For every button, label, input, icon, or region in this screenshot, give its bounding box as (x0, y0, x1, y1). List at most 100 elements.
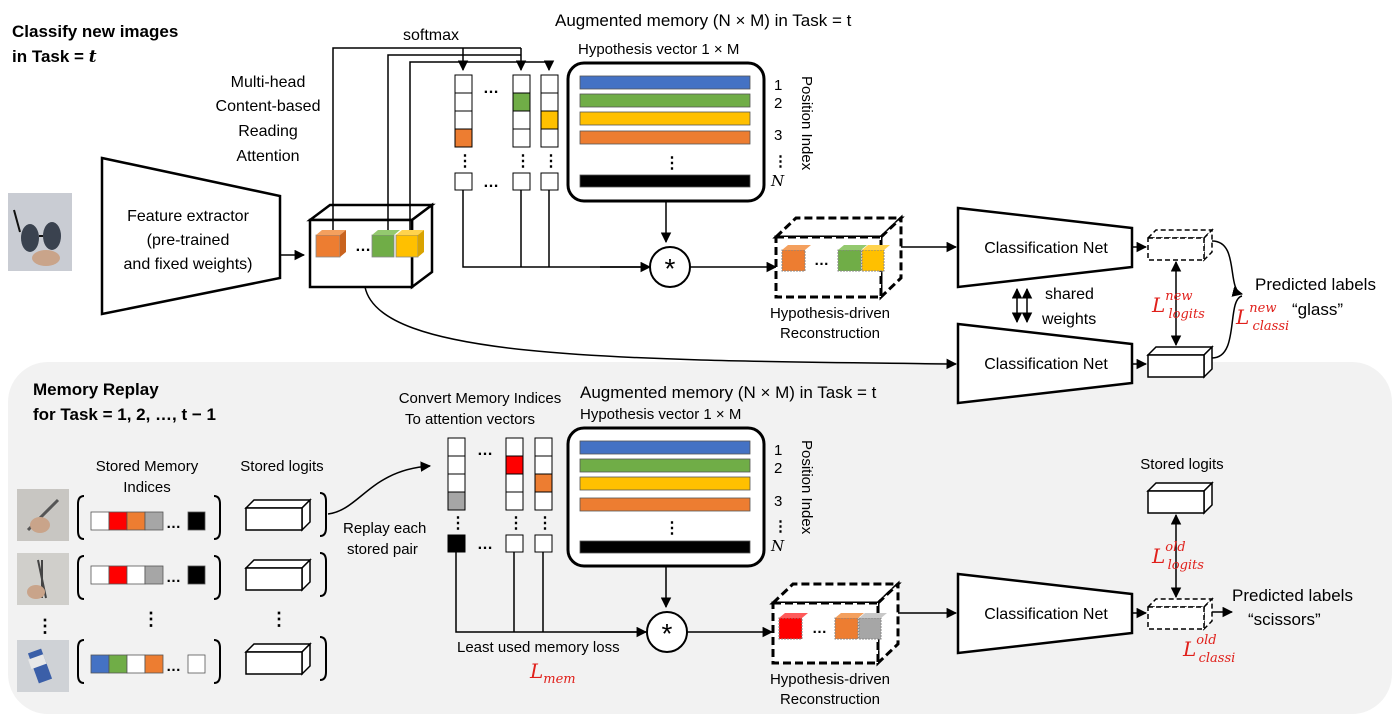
replay-image-2 (17, 553, 69, 605)
bottom-classification-net-label: Classification Net (984, 606, 1108, 623)
top-predicted-labels: Predicted labels (1255, 275, 1376, 294)
feature-extractor-line-2: (pre-trained (147, 232, 230, 249)
svg-text:1: 1 (774, 77, 782, 94)
top-second-classification-net-label: Classification Net (984, 356, 1108, 373)
bottom-memory-rows (579, 440, 751, 554)
replay-image-1 (17, 489, 69, 541)
svg-text:2: 2 (774, 460, 782, 477)
svg-text:…: … (814, 252, 829, 269)
svg-text:3: 3 (774, 493, 782, 510)
softmax-label: softmax (403, 27, 459, 44)
svg-text:1: 1 (774, 442, 782, 459)
replay-image-ellipsis: ⋮ (36, 616, 54, 636)
replay-arrow (327, 461, 432, 515)
top-reconstruction-label-1: Hypothesis-driven (770, 305, 890, 322)
stored-memory-indices-1: Stored Memory (96, 458, 199, 475)
stored-logits-right-label: Stored logits (1140, 456, 1223, 473)
top-memory-rows (579, 75, 751, 188)
stored-logit-boxes (244, 498, 312, 676)
top-reconstruction-label-2: Reconstruction (780, 325, 880, 342)
bottom-old-logits-box (1146, 597, 1214, 631)
feature-to-classifier-curve (364, 286, 958, 370)
attention-label-4: Attention (236, 148, 299, 165)
top-predicted-value: “glass” (1292, 300, 1343, 319)
svg-text:*: * (662, 618, 673, 649)
svg-text:N: N (770, 172, 785, 190)
top-memory-title: Augmented memory (N × M) in Task = t (555, 11, 852, 30)
top-attention-vectors (454, 74, 559, 191)
feature-cube: … (306, 202, 436, 290)
top-section-title-1: Classify new images (12, 22, 178, 41)
svg-text:⋮: ⋮ (773, 153, 788, 170)
least-used-loss: Least used memory loss (457, 639, 620, 656)
convert-memory-1: Convert Memory Indices (399, 390, 562, 407)
bottom-memory-ellipsis: ⋮ (664, 520, 680, 537)
svg-text:…: … (483, 80, 499, 97)
bottom-reconstruction-label-1: Hypothesis-driven (770, 671, 890, 688)
top-position-numbers: 1 2 3 ⋮ N (770, 77, 788, 190)
svg-text:…: … (166, 658, 181, 675)
bottom-position-numbers: 1 2 3 ⋮ N (770, 442, 788, 555)
svg-text:2: 2 (774, 95, 782, 112)
top-vector-ellipses: … … ⋮ ⋮ ⋮ (457, 80, 559, 191)
svg-text:…: … (166, 515, 181, 532)
logits-to-prediction (1211, 295, 1243, 359)
feature-extractor-line-3: and fixed weights) (124, 256, 253, 273)
bottom-section-title-1: Memory Replay (33, 380, 159, 399)
index-brackets (77, 492, 327, 684)
bottom-position-index: Position Index (798, 440, 815, 535)
softmax-connectors (332, 47, 555, 230)
svg-text:…: … (355, 238, 371, 255)
attention-label-3: Reading (238, 123, 298, 140)
top-new-logits-box (1146, 228, 1214, 262)
shared-weights-1: shared (1045, 286, 1094, 303)
svg-text:3: 3 (774, 127, 782, 144)
bottom-vector-ellipses: … … ⋮ ⋮ ⋮ (450, 442, 553, 553)
stored-index-row-1 (90, 511, 206, 531)
convert-memory-2: To attention vectors (405, 411, 535, 428)
feature-extractor-line-1: Feature extractor (127, 208, 250, 225)
svg-text:N: N (770, 537, 785, 555)
stored-logits-label: Stored logits (240, 458, 323, 475)
svg-text:…: … (812, 620, 827, 637)
top-section-title-2: in Task = t (12, 47, 97, 67)
bottom-vector-to-multiply (455, 552, 648, 638)
replay-image-3 (17, 640, 69, 692)
top-reconstruction-cube: … (772, 214, 905, 301)
top-hypothesis-vector: Hypothesis vector 1 × M (578, 41, 739, 58)
input-image-glasses (8, 193, 72, 271)
top-second-classification-net (956, 322, 1134, 405)
top-position-index: Position Index (798, 76, 815, 171)
replay-pair-1: Replay each (343, 520, 426, 537)
stored-logits-right-box (1146, 481, 1214, 515)
attention-label-1: Multi-head (231, 74, 306, 91)
shared-weights-2: weights (1041, 311, 1096, 328)
top-logits-box (1146, 345, 1214, 379)
stored-index-row-2 (90, 565, 206, 585)
index-rows-ellipsis: ⋮ (142, 609, 160, 629)
top-vector-to-multiply (462, 190, 652, 273)
new-logits-to-prediction (1211, 240, 1244, 297)
svg-text:⋮: ⋮ (543, 153, 559, 170)
attention-label-2: Content-based (216, 98, 321, 115)
feature-extractor (100, 156, 282, 316)
bottom-classification-net (956, 572, 1134, 655)
top-classification-net-label: Classification Net (984, 240, 1108, 257)
replay-pair-2: stored pair (347, 541, 418, 558)
bottom-predicted-value: “scissors” (1248, 610, 1321, 629)
svg-text:⋮: ⋮ (537, 515, 553, 532)
stored-index-row-3 (90, 654, 206, 674)
bottom-reconstruction-label-2: Reconstruction (780, 691, 880, 708)
top-classification-net (956, 206, 1134, 289)
bottom-reconstruction-cube: … (769, 580, 902, 667)
stored-memory-indices-2: Indices (123, 479, 171, 496)
svg-text:…: … (483, 174, 499, 191)
bottom-predicted-labels: Predicted labels (1232, 586, 1353, 605)
bottom-attention-vectors (447, 437, 553, 553)
svg-text:⋮: ⋮ (450, 515, 466, 532)
